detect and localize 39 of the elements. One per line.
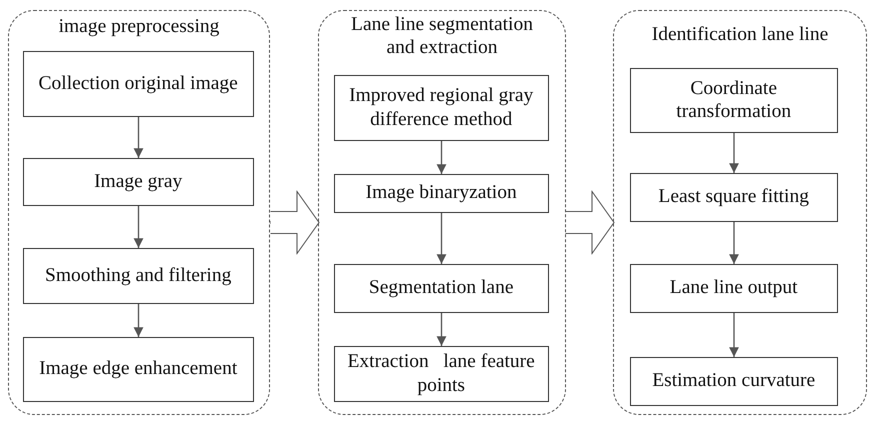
step-label: Collection original image xyxy=(38,72,238,96)
group-heading: Lane line segmentation and extraction xyxy=(350,13,534,60)
process-box xyxy=(334,264,549,313)
arrow xyxy=(134,304,144,337)
process-box xyxy=(22,50,254,117)
process-box xyxy=(22,158,254,206)
process-box xyxy=(630,68,838,133)
step-label: Image edge enhancement xyxy=(39,357,238,381)
dashed-group-panel xyxy=(613,10,867,415)
arrow xyxy=(436,213,446,264)
step-label: Improved regional gray difference method xyxy=(348,84,534,132)
arrow xyxy=(436,141,446,174)
dashed-group-panel xyxy=(8,10,270,415)
arrow xyxy=(134,117,144,158)
arrow xyxy=(729,222,739,264)
process-box xyxy=(22,336,254,402)
process-box xyxy=(630,172,838,222)
process-box xyxy=(630,264,838,313)
process-box xyxy=(334,174,549,213)
arrow xyxy=(134,206,144,248)
step-label: Smoothing and filtering xyxy=(45,264,232,288)
arrow xyxy=(436,313,446,346)
group-heading: image preprocessing xyxy=(58,15,220,38)
step-label: Coordinate transformation xyxy=(675,76,792,124)
dashed-group-panel xyxy=(318,10,566,415)
process-box xyxy=(334,346,549,402)
step-label: Lane line output xyxy=(670,276,798,300)
step-label: Image gray xyxy=(94,170,182,194)
step-label: Estimation curvature xyxy=(652,369,816,393)
process-box xyxy=(334,74,549,141)
step-label: Image binaryzation xyxy=(366,181,517,205)
process-box xyxy=(630,356,838,406)
arrow xyxy=(729,313,739,357)
step-label: Segmentation lane xyxy=(368,276,514,300)
step-label: Least square fitting xyxy=(658,185,809,209)
step-label: Extraction lane feature points xyxy=(346,350,536,398)
process-box xyxy=(22,248,254,304)
arrow xyxy=(729,133,739,173)
group-heading: Identification lane line xyxy=(650,23,830,46)
